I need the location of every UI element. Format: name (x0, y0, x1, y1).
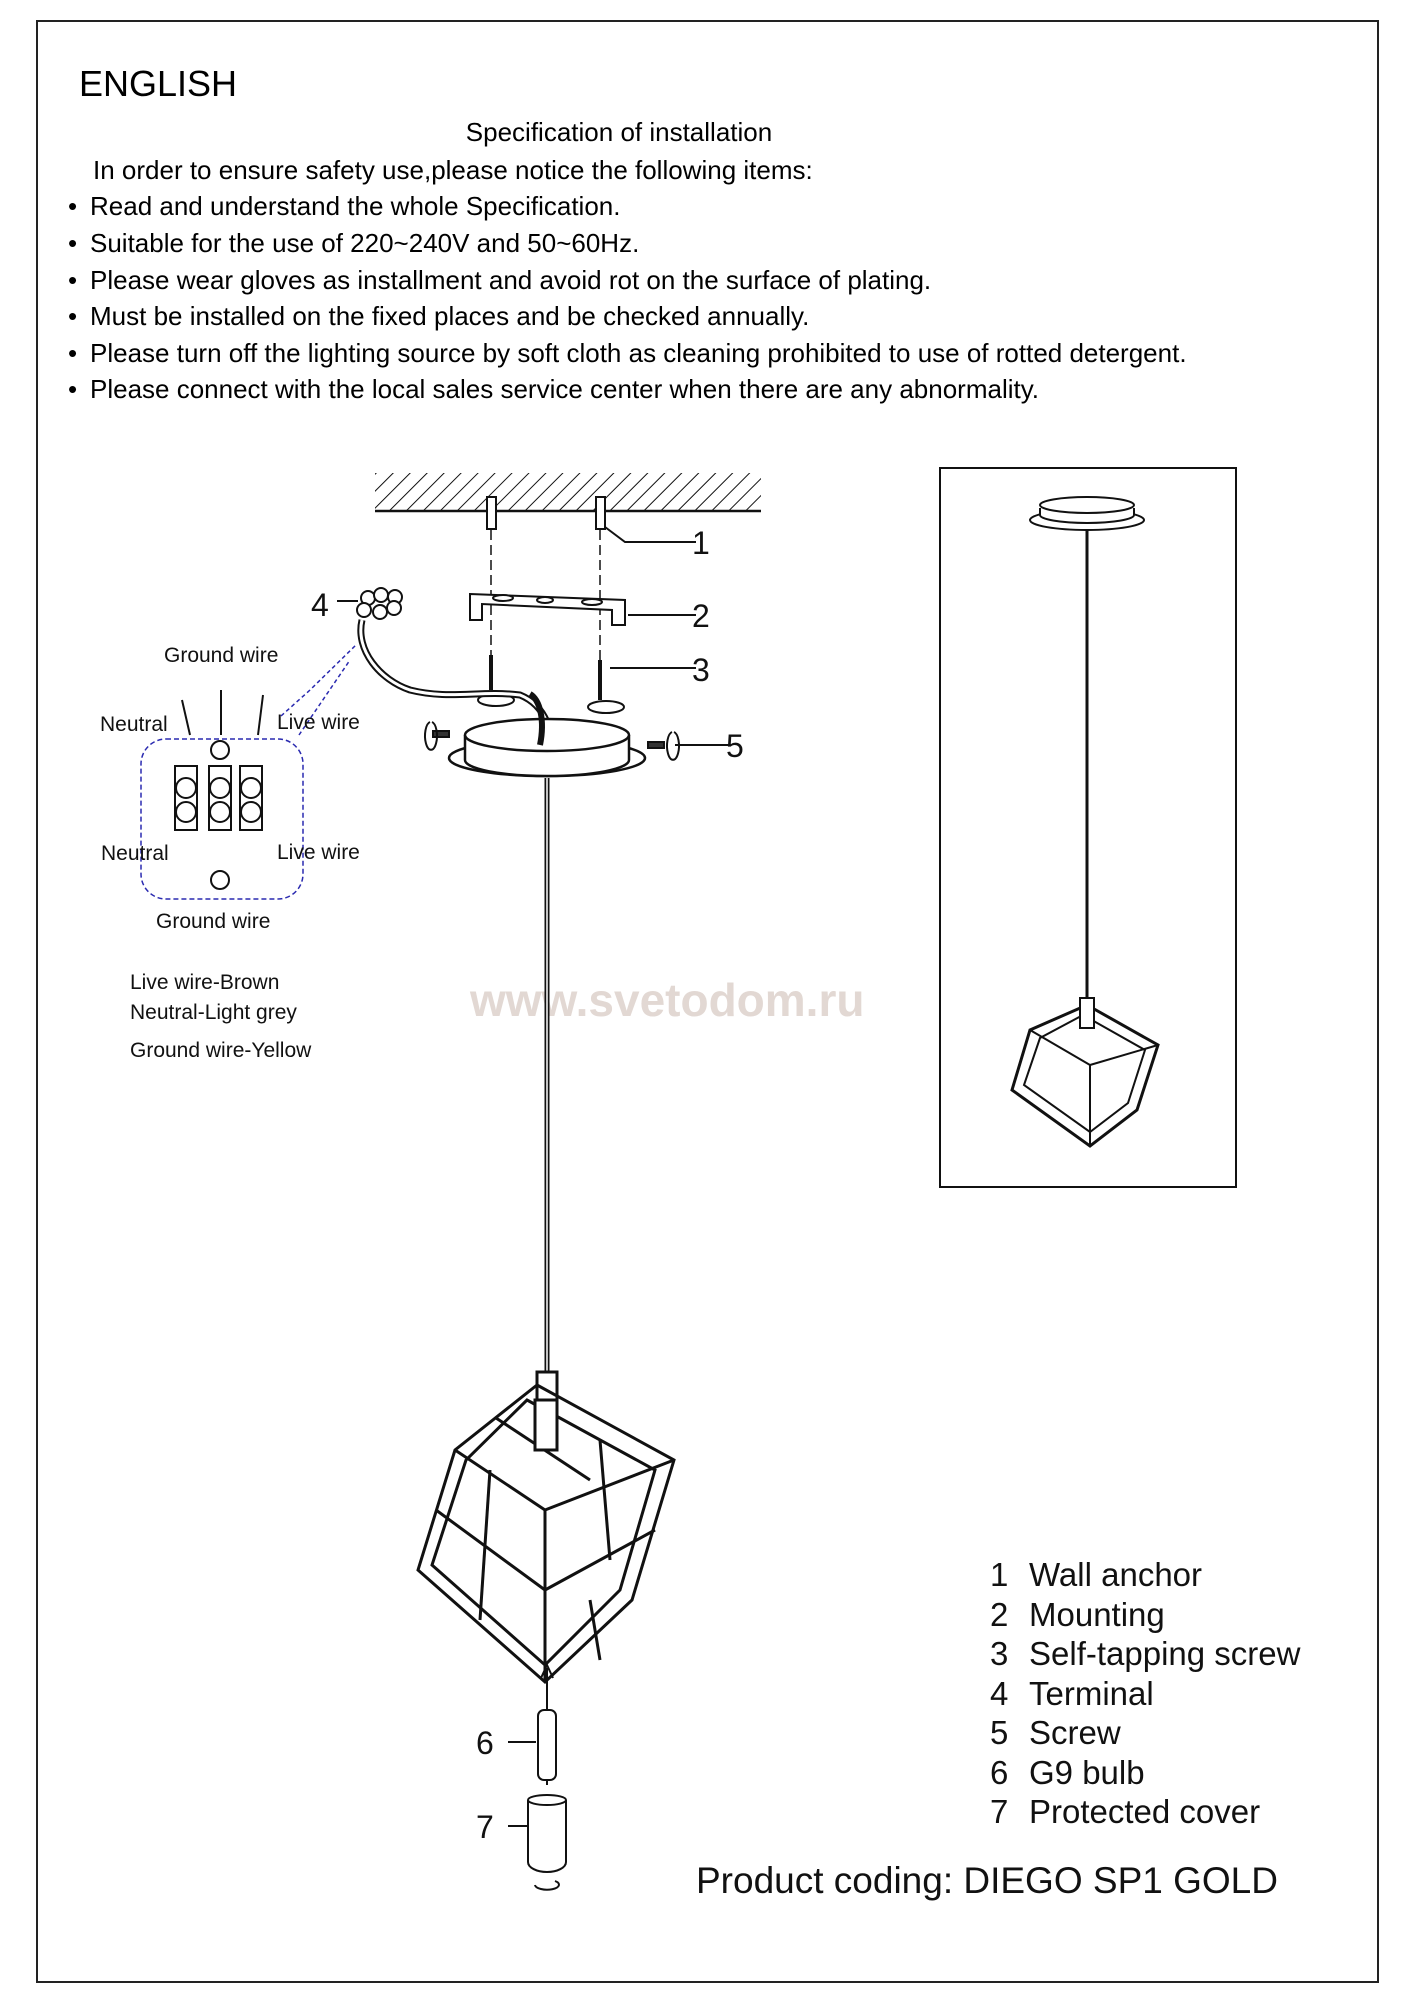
notice-item: •Please connect with the local sales ser… (68, 374, 1040, 404)
self-tapping-screw-icon (477, 655, 696, 714)
callout-7: 7 (476, 1809, 494, 1845)
notice-item: •Please wear gloves as installment and a… (68, 265, 932, 295)
part-name: Screw (1029, 1714, 1121, 1751)
callout-6: 6 (476, 1725, 494, 1761)
wire-color-ground: Ground wire-Yellow (130, 1039, 312, 1062)
intro-text: In order to ensure safety use,please not… (93, 155, 813, 185)
wiring-label-ground-top: Ground wire (164, 644, 278, 667)
wiring-box (140, 738, 304, 900)
wire-color-neutral: Neutral-Light grey (130, 1001, 297, 1024)
part-name: Terminal (1029, 1675, 1154, 1712)
callout-5: 5 (726, 728, 744, 764)
part-number: 2 (990, 1596, 1008, 1633)
notice-text: Read and understand the whole Specificat… (90, 191, 621, 221)
wiring-label-neutral-top: Neutral (100, 713, 168, 736)
part-name: Wall anchor (1029, 1556, 1202, 1593)
wiring-diagram: Ground wire Neutral Live wire Neutral Li… (100, 644, 360, 1062)
callout-3: 3 (692, 652, 710, 688)
ceiling-icon (375, 473, 761, 513)
wiring-label-neutral-bottom: Neutral (101, 842, 169, 865)
part-number: 3 (990, 1635, 1008, 1672)
notice-item: •Must be installed on the fixed places a… (68, 301, 810, 331)
product-coding: Product coding: DIEGO SP1 GOLD (696, 1860, 1278, 1901)
callout-4: 4 (311, 587, 329, 623)
notice-text: Please turn off the lighting source by s… (90, 338, 1187, 368)
notice-text: Suitable for the use of 220~240V and 50~… (90, 228, 640, 258)
parts-legend: 1 Wall anchor 2 Mounting 3 Self-tapping scr… (990, 1556, 1301, 1830)
notice-text: Must be installed on the fixed places an… (90, 301, 810, 331)
wire-color-live: Live wire-Brown (130, 971, 279, 994)
notice-text: Please connect with the local sales serv… (90, 374, 1040, 404)
part-number: 4 (990, 1675, 1008, 1712)
canopy-icon (447, 691, 647, 778)
wall-anchor-icon (486, 496, 696, 665)
wiring-label-ground-bottom: Ground wire (156, 910, 270, 933)
wiring-label-live-bottom: Live wire (277, 841, 360, 864)
language-heading: ENGLISH (79, 63, 238, 104)
callout-1: 1 (692, 525, 710, 561)
spec-title: Specification of installation (465, 117, 773, 147)
watermark: www.svetodom.ru (469, 974, 864, 1026)
protective-cover-icon (508, 1794, 567, 1891)
part-name: Self-tapping screw (1029, 1635, 1301, 1672)
notice-item: •Suitable for the use of 220~240V and 50… (68, 228, 640, 258)
part-number: 5 (990, 1714, 1008, 1751)
callout-2: 2 (692, 598, 710, 634)
mounting-bracket-icon (469, 592, 696, 626)
g9-bulb-icon (508, 1662, 557, 1785)
notice-text: Please wear gloves as installment and av… (90, 265, 932, 295)
wiring-label-live-top: Live wire (277, 711, 360, 734)
assembled-lamp-preview (939, 467, 1237, 1188)
screw-icon (424, 721, 730, 761)
part-number: 7 (990, 1793, 1008, 1830)
part-name: G9 bulb (1029, 1754, 1145, 1791)
part-name: Protected cover (1029, 1793, 1260, 1830)
cube-shade-icon (416, 1370, 676, 1685)
pointer-arrow-icon (280, 643, 358, 717)
notice-item: •Please turn off the lighting source by … (68, 338, 1187, 368)
part-number: 6 (990, 1754, 1008, 1791)
notice-item: •Read and understand the whole Specifica… (68, 191, 621, 221)
part-name: Mounting (1029, 1596, 1165, 1633)
part-number: 1 (990, 1556, 1008, 1593)
page-border (36, 20, 1379, 1983)
